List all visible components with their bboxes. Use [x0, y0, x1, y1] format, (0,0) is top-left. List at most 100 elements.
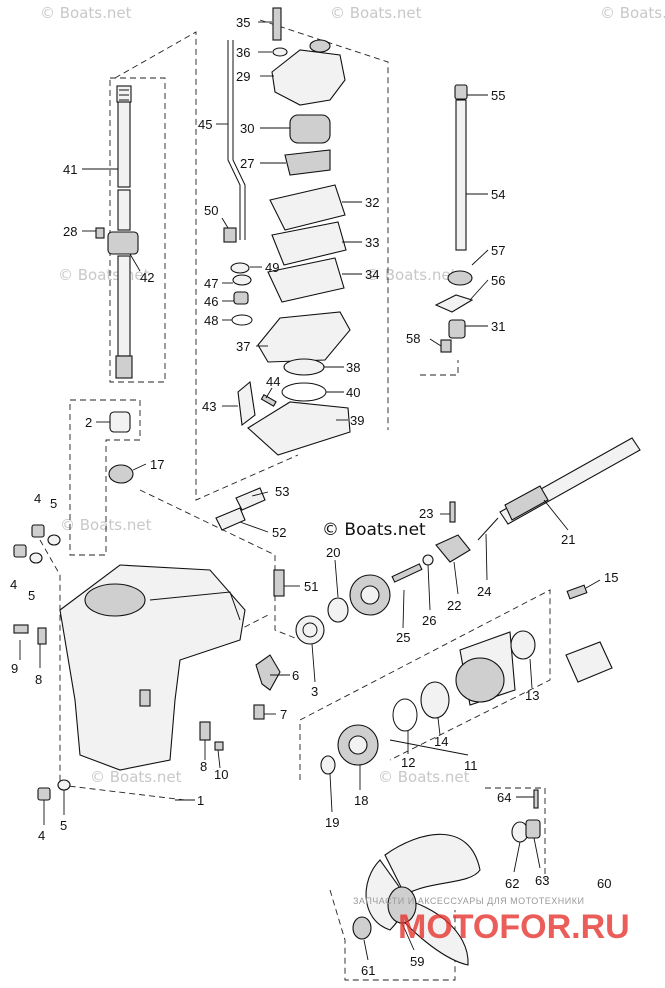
gear-train: [255, 501, 499, 691]
stud-51: [273, 569, 285, 597]
clutch-22: [435, 534, 471, 563]
washer-5: [57, 779, 71, 791]
callout-40: 40: [346, 385, 360, 400]
housing-vent: [139, 689, 151, 707]
oring-40: [281, 382, 327, 402]
callout-64: 64: [497, 790, 511, 805]
callout-58: 58: [406, 331, 420, 346]
callout-21: 21: [561, 532, 575, 547]
gasket-34: [267, 257, 345, 303]
shift-parts: [223, 227, 277, 427]
callout-42: 42: [140, 270, 154, 285]
pinion-6: [255, 654, 281, 691]
bearing-14: [420, 681, 450, 719]
callout-44: 44: [266, 374, 280, 389]
callout-56: 56: [491, 273, 505, 288]
prop-shaft-collar: [504, 485, 549, 521]
leader-lines: [19, 21, 601, 961]
watermark: © Boats.net: [330, 4, 422, 22]
callout-5: 5: [60, 818, 67, 833]
callout-43: 43: [202, 399, 216, 414]
shift-group-outline: [420, 360, 459, 376]
callout-49: 49: [265, 260, 279, 275]
watermark: © Boats.net: [378, 768, 470, 786]
callout-5: 5: [50, 496, 57, 511]
callout-45: 45: [198, 117, 212, 132]
callout-28: 28: [63, 224, 77, 239]
callout-5: 5: [28, 588, 35, 603]
callout-34: 34: [365, 267, 379, 282]
spring-24: [477, 517, 499, 541]
shift-shaft-54: [455, 99, 467, 251]
washer-49: [230, 262, 250, 274]
shift-rod-body: [227, 40, 241, 240]
anode-16: [565, 641, 613, 683]
gasket-39: [247, 401, 351, 456]
callout-11: 11: [464, 758, 478, 773]
prop-blade-lower: [397, 899, 469, 966]
callout-15: 15: [604, 570, 618, 585]
callout-labels: 35 36 29 30 27 32 33 34 45 50 49 47 46 4…: [10, 15, 618, 978]
carrier-group-outline: [299, 589, 551, 780]
gear-18-hub: [348, 735, 368, 755]
oring-12: [392, 698, 418, 732]
watermark: © Boats.net: [60, 516, 152, 534]
callout-10: 10: [214, 767, 228, 782]
watermark: © Boats.net: [600, 4, 665, 22]
callout-3: 3: [311, 684, 318, 699]
bearing-group-outline: [69, 399, 141, 556]
driveshaft: [95, 85, 139, 379]
callout-61: 61: [361, 963, 375, 978]
callout-4: 4: [10, 577, 17, 592]
pump-outlet: [309, 39, 331, 53]
shift-cam-43: [237, 380, 256, 427]
prop-hardware-outline: [485, 787, 546, 880]
callout-55: 55: [491, 88, 505, 103]
shop-logo: MOTOFOR.RU: [398, 908, 630, 946]
bearing-3-bore: [302, 622, 318, 638]
callout-12: 12: [401, 755, 415, 770]
clip-8: [199, 721, 211, 741]
impeller-27: [284, 149, 331, 176]
callout-19: 19: [325, 815, 339, 830]
prop-shaft: [499, 437, 641, 525]
housing-group-outline: [39, 539, 186, 801]
callout-46: 46: [204, 294, 218, 309]
pin-23: [449, 501, 456, 523]
shift-rod: [227, 40, 246, 240]
housing-body: [59, 564, 246, 771]
bearing-carrier: [392, 584, 613, 732]
thrust-hub-61: [352, 916, 372, 940]
callout-20: 20: [326, 545, 340, 560]
callout-41: 41: [63, 162, 77, 177]
watermark: © Boats.net: [58, 266, 150, 284]
callout-4: 4: [34, 491, 41, 506]
callout-57: 57: [491, 243, 505, 258]
callout-2: 2: [85, 415, 92, 430]
water-pump: [247, 7, 351, 456]
base-37: [257, 311, 351, 363]
callout-9: 9: [11, 661, 18, 676]
callout-63: 63: [535, 873, 549, 888]
washer-36: [272, 47, 288, 57]
bearing-2: [109, 411, 131, 433]
callout-13: 13: [525, 688, 539, 703]
driveshaft-upper: [117, 91, 131, 188]
bolt-4: [13, 544, 27, 558]
gear-hub: [360, 585, 380, 605]
watermark: © Boats.net: [90, 768, 182, 786]
pump-housing-29: [271, 49, 346, 106]
driveshaft-lower: [117, 255, 131, 357]
callout-33: 33: [365, 235, 379, 250]
washer-5: [47, 534, 61, 546]
callout-24: 24: [477, 584, 491, 599]
washer-19: [320, 755, 336, 775]
seal-57: [447, 270, 473, 286]
callout-35: 35: [236, 15, 250, 30]
housing-edge: [149, 591, 241, 621]
callout-14: 14: [434, 734, 448, 749]
driveshaft-bushing: [107, 231, 139, 255]
carrier-bore: [455, 657, 505, 703]
plunger-25: [391, 563, 423, 583]
